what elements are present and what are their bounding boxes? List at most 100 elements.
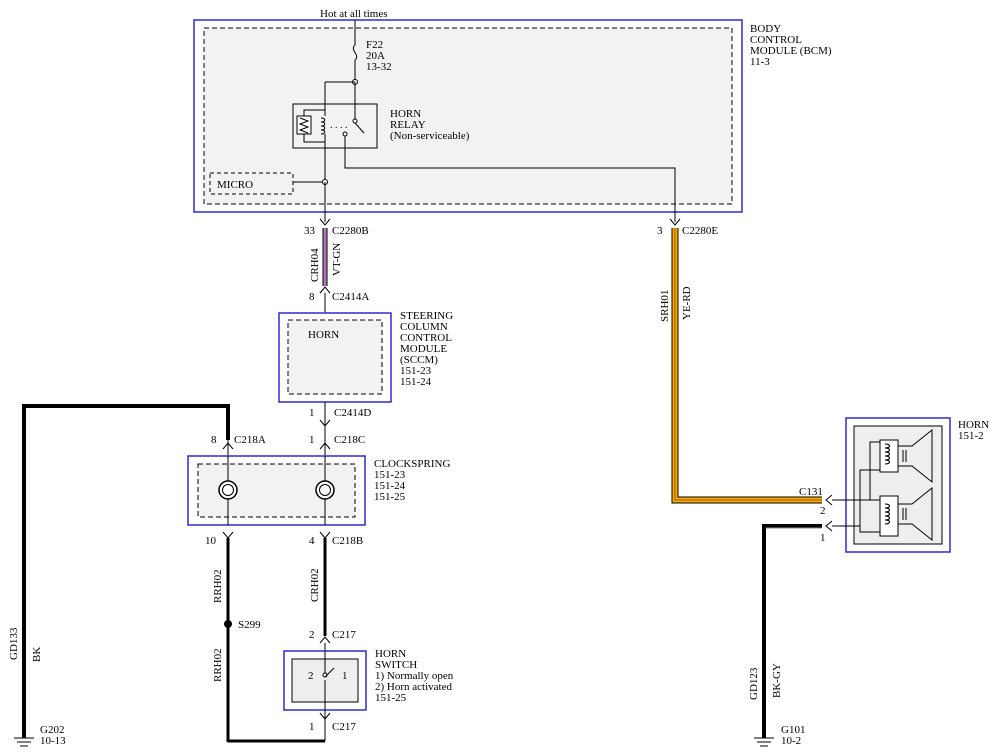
s299-label: S299 — [238, 619, 261, 631]
horn-upper-coil-box — [879, 439, 899, 473]
c2414a-label: C2414A — [332, 291, 369, 303]
sccm-line1: STEERING — [400, 310, 453, 322]
clockspring-ref1: 151-23 — [374, 469, 406, 481]
c218b-pin4: 4 — [309, 535, 315, 547]
c131-pin2: 2 — [820, 505, 826, 517]
srh01-color: YE-RD — [681, 286, 693, 320]
sccm-line5: (SCCM) — [400, 354, 438, 366]
horn-upper-speaker-icon — [898, 428, 933, 484]
micro-box — [209, 172, 294, 195]
rrh02-label-b: RRH02 — [212, 648, 224, 682]
c2280e-pin: 3 — [657, 225, 663, 237]
horn-switch-ref: 151-25 — [375, 692, 407, 704]
c218b-pin10: 10 — [205, 535, 217, 547]
c218a-pin: 8 — [211, 434, 217, 446]
crh04-color: VT-GN — [331, 243, 343, 276]
sccm-inner — [287, 319, 383, 395]
c2414d-label: C2414D — [334, 407, 371, 419]
c131-pin2-connector-icon — [825, 494, 833, 506]
horn-upper-wiring — [869, 441, 880, 500]
fuse-ref: 13-32 — [366, 61, 392, 73]
c2280b-label: C2280B — [332, 225, 369, 237]
clockspring-outline — [187, 455, 366, 526]
bcm-line1: BODY — [750, 23, 781, 35]
c2280b-pin: 33 — [304, 225, 316, 237]
horn-lower-speaker-icon — [898, 486, 933, 542]
horn-lower-coil-box — [879, 495, 899, 537]
micro-label: MICRO — [217, 179, 253, 191]
relay-output-wire — [344, 136, 676, 222]
c218b-label: C218B — [332, 535, 363, 547]
relay-winding-icon — [320, 117, 326, 135]
horn-title: HORN — [958, 419, 989, 431]
relay-coil-feed — [324, 81, 355, 104]
c2280e-connector-icon — [669, 218, 681, 226]
clockspring-coil-right-icon — [315, 480, 335, 500]
relay-resistor-icon — [298, 117, 310, 134]
c217-pin2: 2 — [309, 629, 315, 641]
bcm-line3: MODULE (BCM) — [750, 45, 832, 57]
relay-coil-wiring — [303, 109, 326, 143]
sccm-ref2: 151-24 — [400, 376, 432, 388]
horn-switch-pos2: 2 — [308, 670, 314, 682]
horn-lower-coil-icon — [884, 503, 890, 525]
c217-pin1: 1 — [309, 721, 315, 733]
g101-ref: 10-2 — [781, 735, 801, 747]
horn-lower-wiring — [859, 499, 880, 533]
c131-pin1-connector-icon — [825, 520, 833, 532]
gd123-color: BK-GY — [771, 663, 783, 698]
c131-label: C131 — [799, 486, 823, 498]
c131-pin1: 1 — [820, 532, 826, 544]
c218b-right-connector-icon — [319, 531, 331, 539]
relay-dots: . . . . — [330, 120, 348, 131]
clockspring-coil-left-inner — [222, 484, 234, 496]
c217-top-connector-icon — [319, 636, 331, 644]
c2280e-label: C2280E — [682, 225, 718, 237]
sccm-outline — [278, 312, 392, 403]
clockspring-ref3: 151-25 — [374, 491, 406, 503]
g101-label: G101 — [781, 724, 805, 736]
c218c-pin: 1 — [309, 434, 315, 446]
c217-bottom-connector-icon — [319, 712, 331, 720]
horn-switch-arm-icon — [324, 667, 335, 678]
g202-ref: 10-13 — [40, 735, 66, 747]
srh01-wire-stripe — [674, 228, 822, 501]
c217-top-label: C217 — [332, 629, 356, 641]
bcm-line2: CONTROL — [750, 34, 802, 46]
crh02-label: CRH02 — [309, 568, 321, 602]
relay-line2: RELAY — [390, 119, 426, 131]
gd133-color: BK — [31, 647, 43, 662]
crh04-label: CRH04 — [309, 248, 321, 282]
relay-contact2-icon — [342, 131, 348, 137]
horn-switch-note1: 1) Normally open — [375, 670, 454, 682]
c2414a-pin: 8 — [309, 291, 315, 303]
horn-ref: 151-2 — [958, 430, 984, 442]
c2280b-connector-icon — [319, 218, 331, 226]
clockspring-title: CLOCKSPRING — [374, 458, 450, 470]
sccm-line2: COLUMN — [400, 321, 448, 333]
clockspring-ref2: 151-24 — [374, 480, 406, 492]
c2414d-connector-icon — [319, 419, 331, 427]
gd123-label: GD123 — [748, 667, 760, 700]
bcm-ref: 11-3 — [750, 56, 770, 68]
c218b-left-connector-icon — [222, 531, 234, 539]
horn-switch-line2: SWITCH — [375, 659, 417, 671]
horn-upper-core — [902, 450, 907, 462]
horn-switch-pos1: 1 — [342, 670, 348, 682]
horn-switch-note2: 2) Horn activated — [375, 681, 452, 693]
srh01-label: SRH01 — [659, 290, 671, 322]
hot-at-all-times-label: Hot at all times — [320, 8, 388, 20]
relay-switch-arm-icon — [354, 122, 365, 134]
c218a-label: C218A — [234, 434, 266, 446]
sccm-line4: MODULE — [400, 343, 447, 355]
horn-upper-coil-icon — [884, 443, 890, 465]
c2414d-pin: 1 — [309, 407, 315, 419]
srh01-wire — [672, 228, 822, 503]
relay-line3: (Non-serviceable) — [390, 130, 470, 142]
g202-label: G202 — [40, 724, 64, 736]
sccm-line3: CONTROL — [400, 332, 452, 344]
horn-ground-bus — [859, 469, 870, 526]
c218c-connector-icon — [319, 442, 331, 450]
